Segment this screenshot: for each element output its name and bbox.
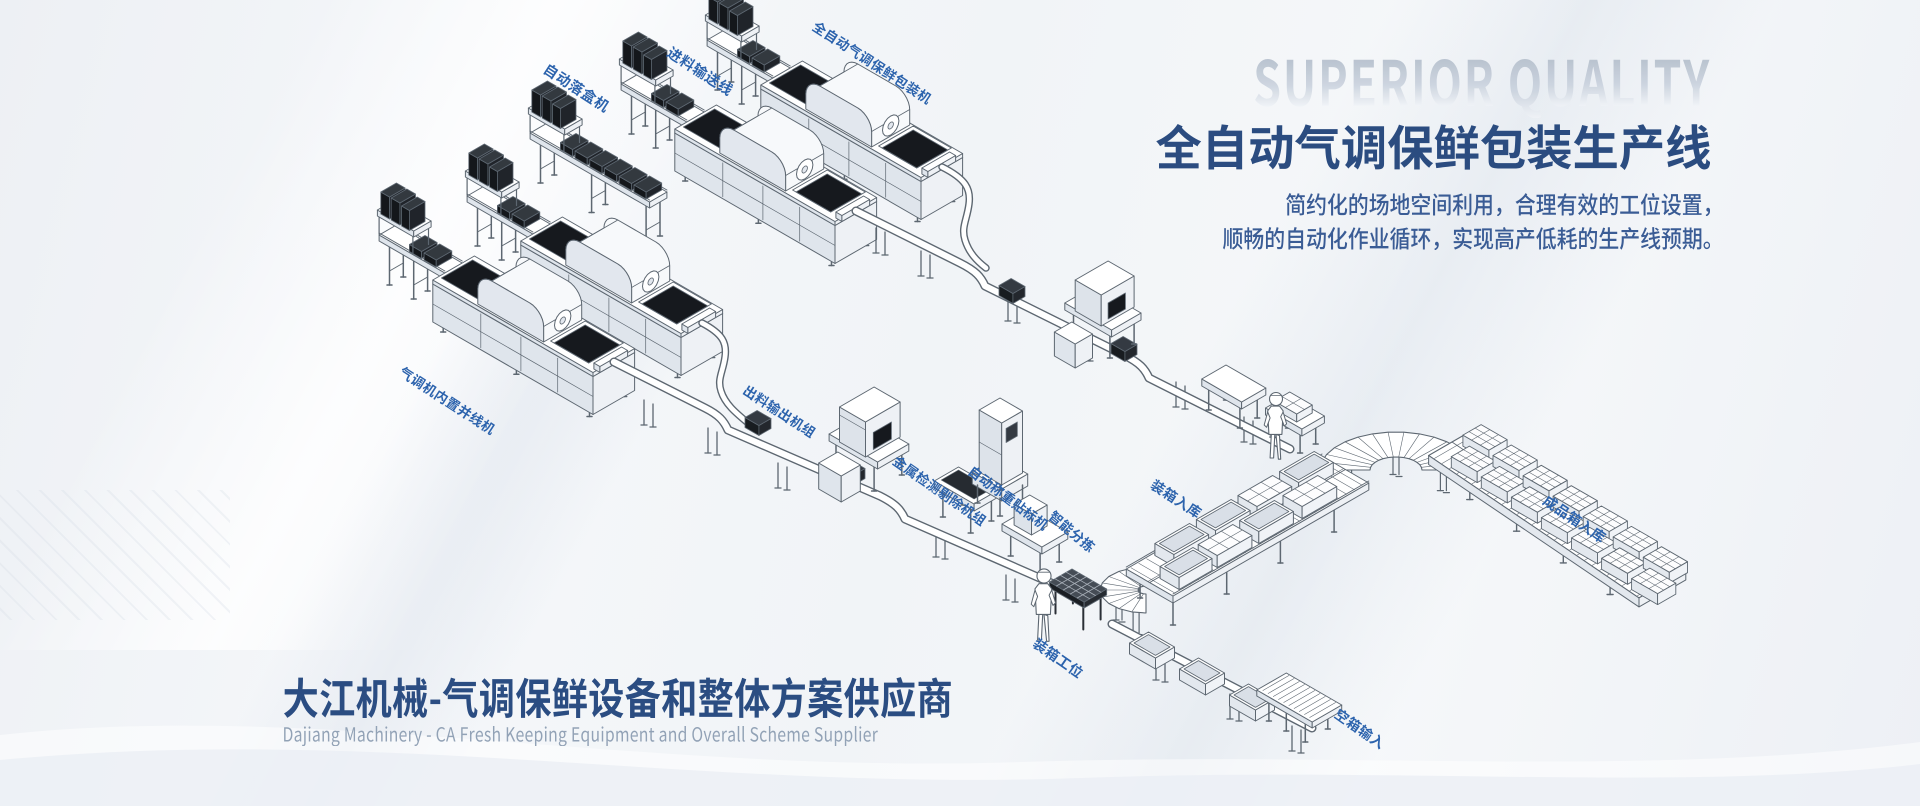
label-finished-case-warehousing: 成品箱入库 (1541, 494, 1607, 545)
label-case-packing-warehousing: 装箱入库 (1149, 478, 1204, 520)
text-glyphs (1333, 708, 1381, 750)
packaging-line-4 (376, 182, 636, 418)
label-smart-sorting: 智能分拣 (1047, 509, 1097, 554)
infeed-line-extra (527, 80, 668, 245)
text-glyphs (401, 366, 495, 435)
text-glyphs (542, 64, 609, 113)
label-inline-merging-machine: 气调机内置并线机 (397, 364, 497, 435)
text-glyphs (1155, 124, 1710, 171)
company-tagline: 大江机械-气调保鲜设备和整体方案供应商 (284, 677, 951, 719)
background-hatch-texture (0, 490, 230, 620)
text-glyphs (742, 384, 817, 439)
worker-upper (1263, 391, 1288, 460)
label-auto-box-dropper: 自动落盒机 (542, 62, 611, 113)
label-map-packaging-machine: 全自动气调保鲜包装机 (811, 19, 934, 105)
packaging-line-1 (704, 0, 964, 223)
worker-packing (1030, 568, 1056, 642)
text-glyphs (811, 22, 932, 105)
text-glyphs (666, 46, 734, 97)
text-glyphs (1222, 227, 1711, 251)
text-glyphs (1255, 59, 1710, 119)
text-glyphs (1048, 509, 1096, 553)
text-glyphs (892, 456, 988, 527)
label-outfeed-output-unit: 出料输出机组 (742, 383, 817, 439)
label-empty-case-infeed: 空箱输入 (1333, 707, 1387, 750)
packaging-line-2 (618, 31, 878, 267)
output-lane-upper (851, 163, 1295, 454)
text-glyphs (284, 726, 878, 747)
text-glyphs (967, 466, 1049, 531)
metal-detector (818, 386, 910, 503)
text-glyphs (1541, 496, 1607, 543)
text-glyphs (1150, 479, 1203, 519)
text-glyphs (284, 677, 951, 719)
empty-box-lane (1107, 619, 1343, 754)
hero-description-line-2: 顺畅的自动化作业循环，实现高产低耗的生产线预期。 (1222, 227, 1711, 251)
inspection-machine-upper (1053, 260, 1142, 369)
page-title: 全自动气调保鲜包装生产线 (1155, 124, 1710, 171)
label-infeed-conveyor: 进料输送线 (665, 45, 735, 97)
text-glyphs (1032, 637, 1084, 680)
case-packing-lane (1125, 451, 1370, 626)
packing-station (1049, 568, 1108, 631)
watermark-superior-quality: SUPERIOR QUALITY (1255, 59, 1710, 119)
label-auto-weighing-labeling-machine: 自动称重贴标机 (967, 465, 1051, 532)
hero-description-line-1: 简约化的场地空间利用，合理有效的工位设置， (1285, 193, 1710, 217)
label-case-packing-station: 装箱工位 (1031, 636, 1085, 680)
label-metal-detection-rejection-unit: 金属检测剔除机组 (892, 453, 989, 527)
floor-wave (0, 725, 1920, 806)
text-glyphs (1285, 193, 1710, 217)
company-tagline-english: Dajiang Machinery - CA Fresh Keeping Equ… (284, 726, 878, 747)
